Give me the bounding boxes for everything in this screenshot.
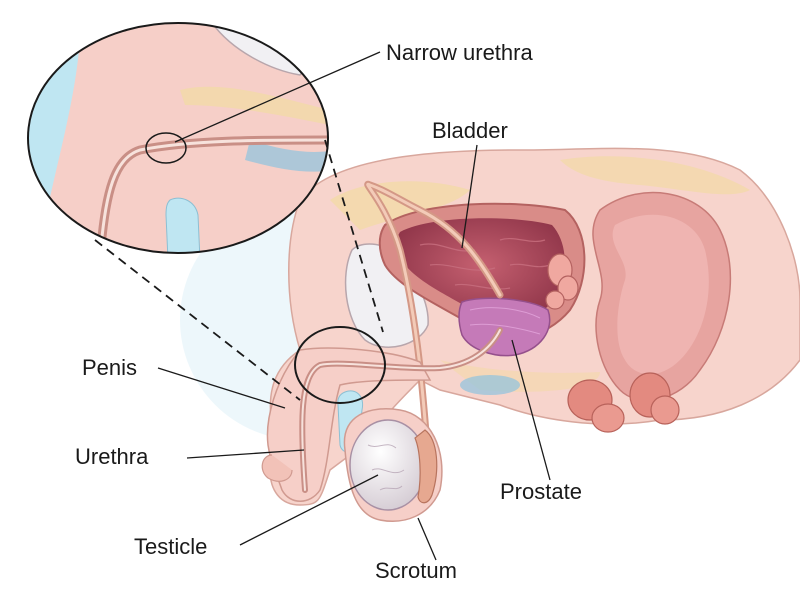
leader-narrow-urethra [174, 51, 381, 143]
glans [261, 454, 293, 482]
label-urethra: Urethra [75, 444, 149, 469]
label-prostate: Prostate [500, 479, 582, 504]
label-penis: Penis [82, 355, 138, 380]
label-bladder: Bladder [432, 118, 508, 143]
zoom-connector [324, 139, 384, 333]
leader-scrotum [417, 517, 437, 561]
label-testicle: Testicle [134, 534, 208, 559]
seminal-vesicle [545, 253, 579, 310]
urethra-tube-inner [301, 329, 501, 491]
leader-urethra [186, 449, 305, 459]
vessel-region [460, 375, 520, 395]
sphincter-lobes [567, 372, 680, 433]
leader-penis [157, 367, 286, 409]
narrow-urethra-marker [145, 132, 187, 164]
fat-tissue [560, 156, 750, 195]
zoom-source-marker [294, 326, 386, 404]
zoom-connector [94, 239, 301, 401]
epididymis [414, 429, 438, 504]
zoom-inset [27, 22, 329, 254]
prostate-grain [469, 307, 541, 319]
rectum-inner [612, 214, 709, 375]
testicle-veins [367, 444, 405, 491]
label-scrotum: Scrotum [375, 558, 457, 583]
prostate-grain [469, 323, 541, 335]
fat-tissue [330, 181, 470, 230]
testicle [349, 419, 427, 511]
leader-bladder [461, 144, 478, 249]
leader-prostate [511, 339, 551, 481]
label-narrow-urethra: Narrow urethra [386, 40, 533, 65]
leader-testicle [239, 474, 379, 546]
